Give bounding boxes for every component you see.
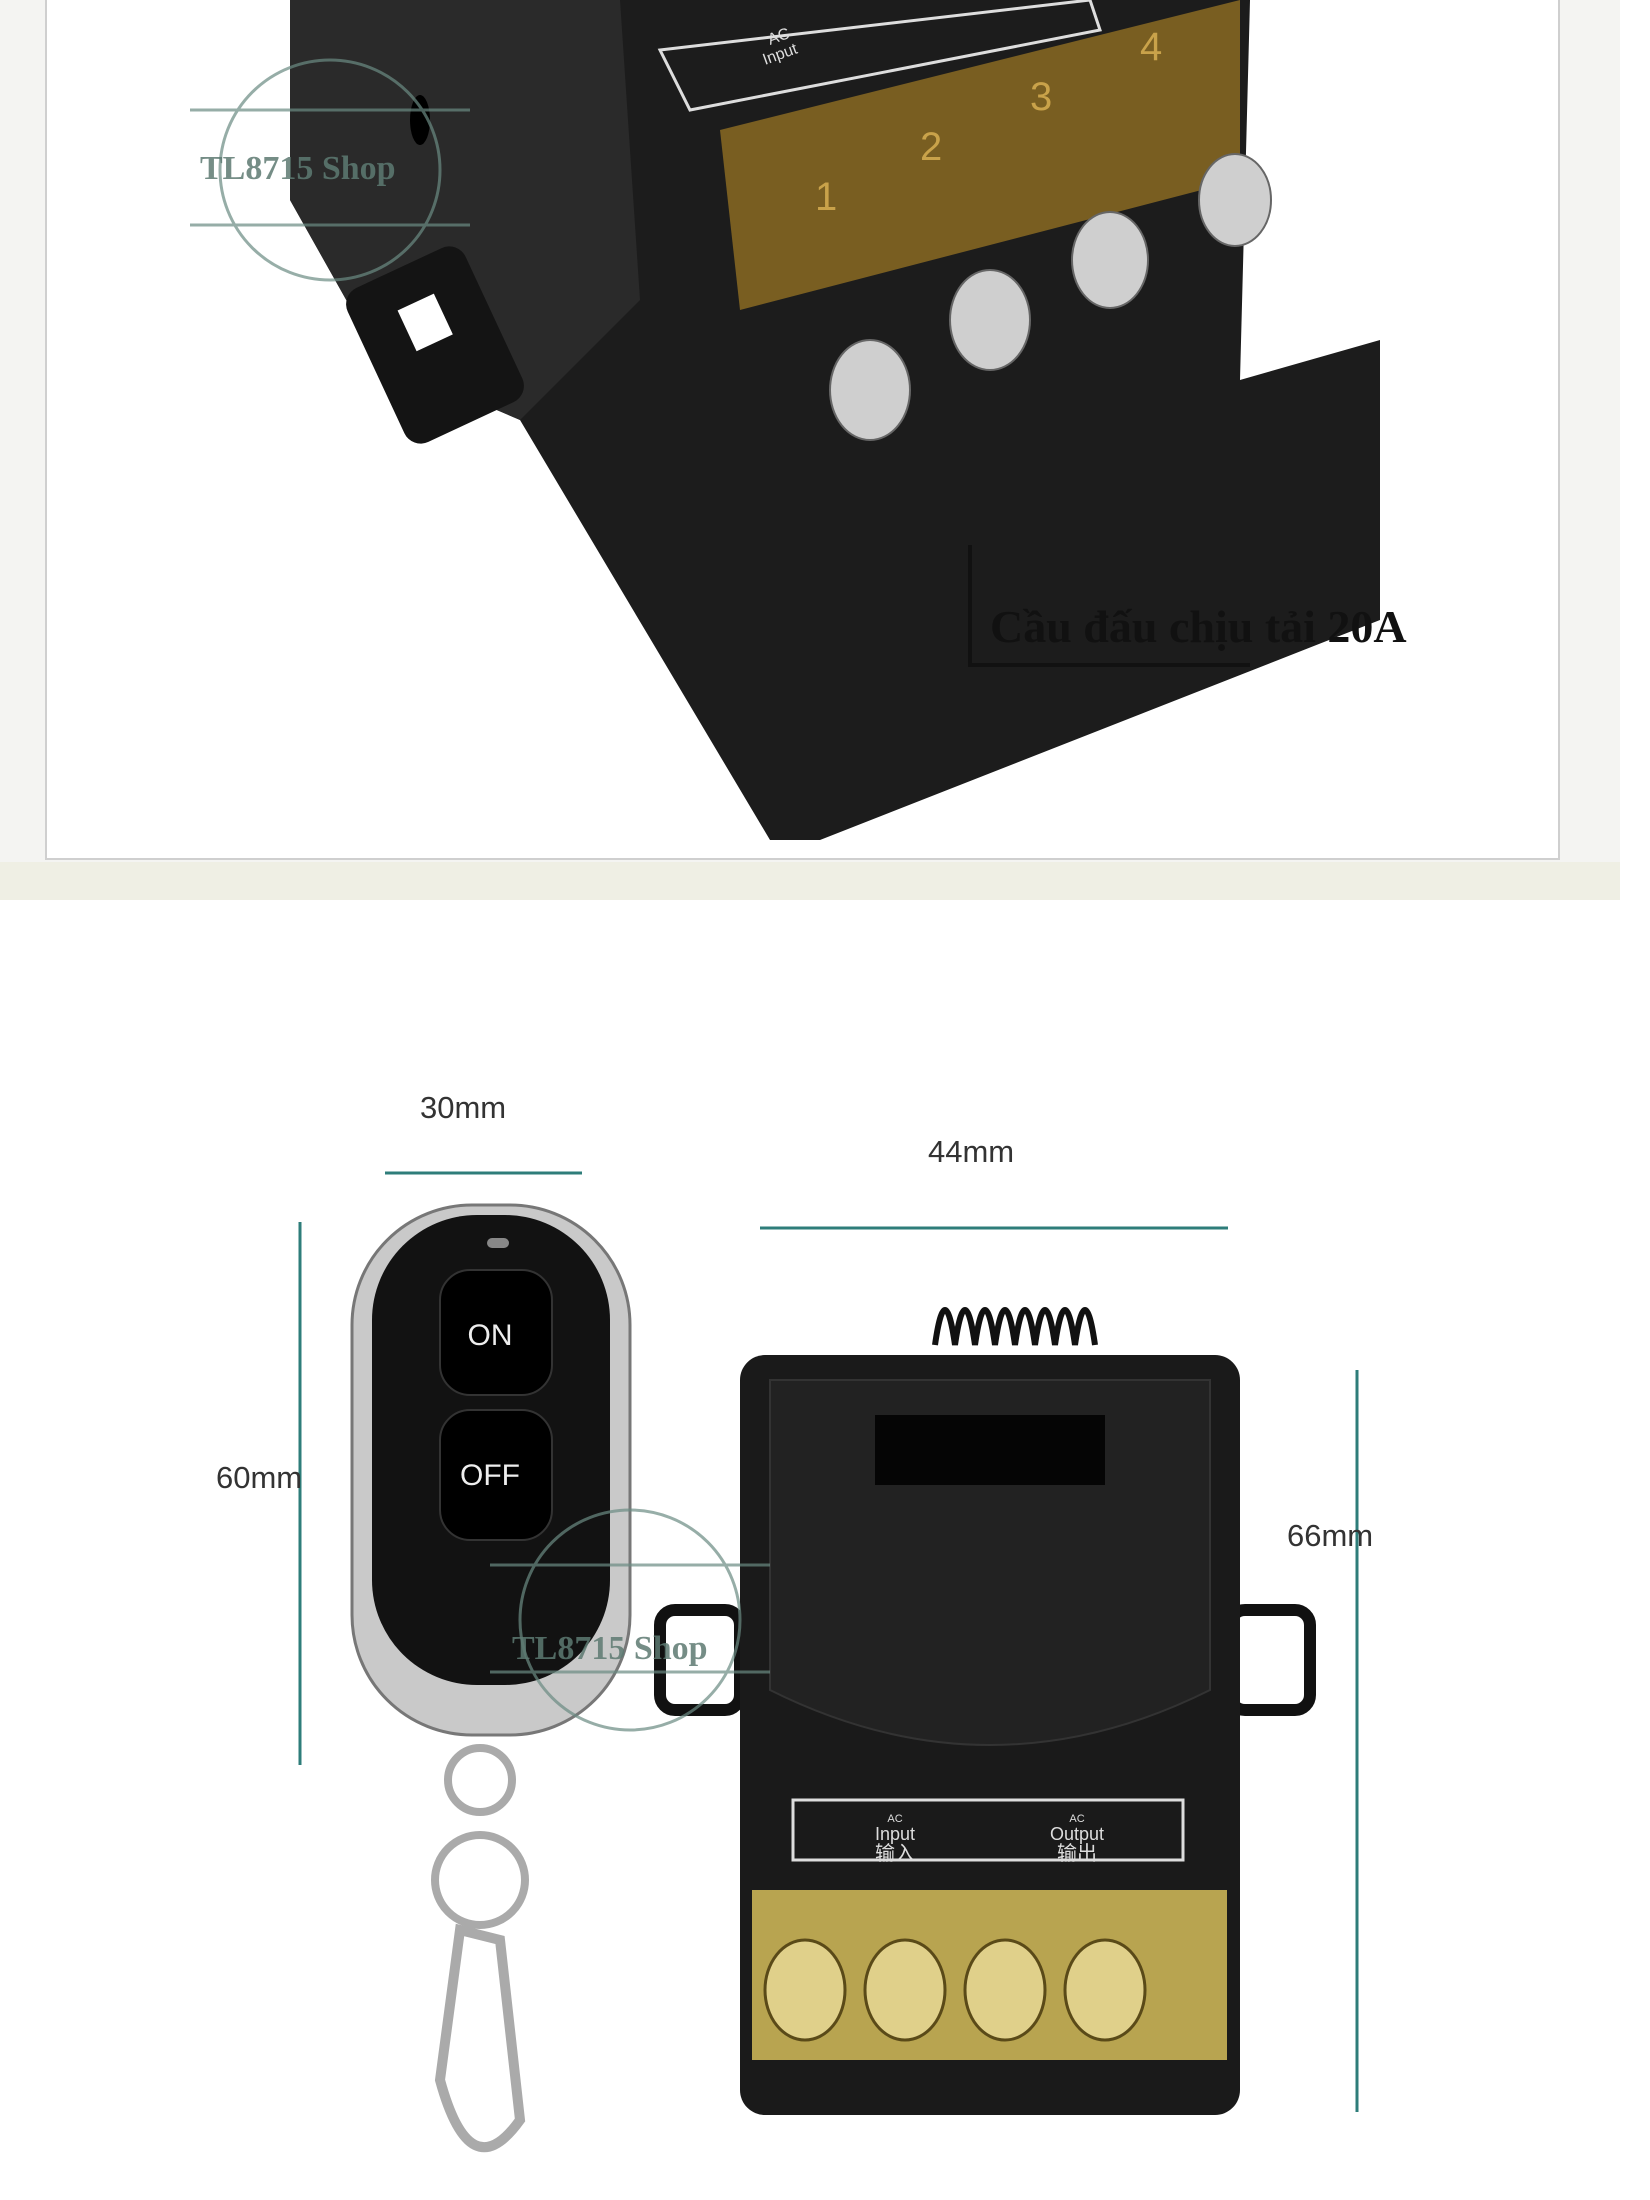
terminal-load-caption: Cầu đấu chịu tải 20A: [990, 601, 1407, 652]
off-label: OFF: [460, 1459, 520, 1492]
off-button: [439, 1409, 553, 1541]
remote-width-label: 30mm: [420, 1090, 507, 1125]
svg-text:AC: AC: [887, 1813, 902, 1825]
output-label: Output: [1050, 1824, 1104, 1844]
on-label: ON: [468, 1319, 513, 1352]
remote-height-label: 60mm: [216, 1460, 303, 1495]
svg-text:输出: 输出: [1057, 1842, 1097, 1865]
receiver-width-label: 44mm: [928, 1134, 1015, 1169]
section-divider: [0, 862, 1620, 900]
input-label: Input: [875, 1824, 915, 1844]
terminal-cover: 1 2 3 4 AC Input: [720, 0, 1240, 310]
relay-terminal-closeup: 1 2 3 4 AC Input: [190, 0, 1380, 840]
terminal-number: 3: [1030, 75, 1052, 119]
on-button: [439, 1269, 553, 1396]
keychain-clip-icon: [434, 1923, 526, 2153]
remote-control: ON OFF: [350, 1203, 632, 2153]
svg-text:输入: 输入: [875, 1842, 915, 1865]
screw-terminals: [829, 153, 1272, 441]
receiver-unit: AC Input 输入 AC Output 输出: [654, 1307, 1316, 2115]
terminal-number: 1: [815, 175, 837, 219]
screw-terminals: [763, 1938, 1147, 2042]
terminal-number: 4: [1140, 25, 1162, 69]
ac-label: AC: [766, 25, 793, 49]
watermark-stamp: [190, 58, 470, 282]
svg-text:AC: AC: [1069, 1813, 1084, 1825]
watermark-shop-name: TL8715 Shop: [512, 1630, 708, 1667]
watermark-stamp: [490, 1508, 770, 1732]
watermark-shop-name: TL8715 Shop: [200, 150, 396, 187]
callout-line: [968, 545, 1250, 667]
antenna-icon: [932, 1307, 1098, 1346]
terminal-number: 2: [920, 125, 942, 169]
receiver-height-label: 66mm: [1287, 1518, 1374, 1553]
key-ring-icon: [444, 1744, 516, 1816]
dimension-lines: [298, 1171, 1359, 2112]
